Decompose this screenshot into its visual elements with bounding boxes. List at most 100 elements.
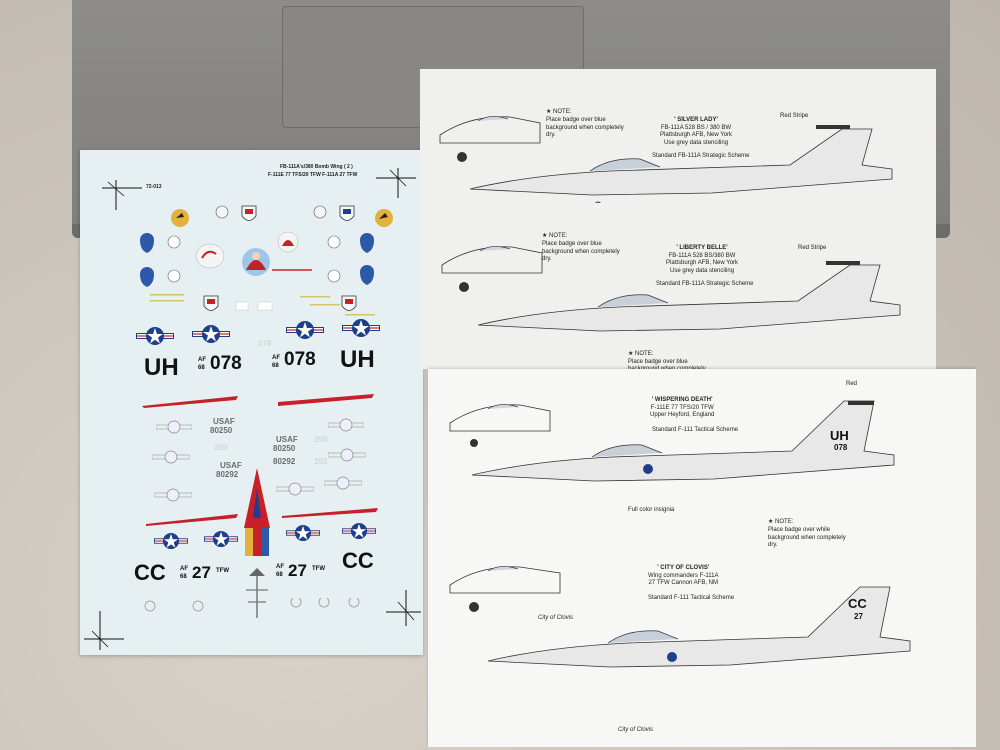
year-label: 68 [180,574,187,580]
unit-badges-row [171,205,393,227]
usaf-label: USAF [276,435,298,444]
low-vis-insignia-icon [276,482,314,496]
year-label: 68 [272,363,279,369]
decal-code: 72-013 [146,184,162,190]
af-label: AF [180,566,188,572]
tail-code-cc-left: CC [134,560,166,585]
low-vis-insignia-icon [152,450,190,464]
blue-badge-icon [360,265,374,285]
silver-lady-nose-art-icon [195,243,225,269]
red-stripe-label: Red Stripe [780,113,809,119]
note-silver-lady: Place badge over blue background when co… [546,117,624,138]
squadron-badge-yellow-icon [375,209,393,227]
faint-serial: 250 [314,435,328,444]
star-and-bar-insignia-icon [342,522,376,540]
year-label: 68 [198,365,205,371]
star-and-bar-insignia-icon [204,530,238,548]
red-stripe-label: Red Stripe [798,245,827,251]
blue-badge-icon [360,233,374,253]
scheme-silver-lady: ' SILVER LADY' FB-111A 528 BS / 380 BW P… [660,117,733,146]
tail-serial-27: 27 [854,612,863,621]
scheme-silver-lady-line4: Standard FB-111A Strategic Scheme [652,153,750,159]
note-clovis-label: ★ NOTE: [768,519,794,525]
f111e-side-view-wispering-death [472,400,895,482]
af-label: AF [276,564,284,570]
serial-27-left: 27 [192,563,211,582]
star-and-bar-insignia-icon [342,319,380,337]
note-clovis: Place badge over while background when c… [768,527,846,548]
fin-flash-emblem-icon [244,468,270,556]
script-label-clovis: City of Clovis [538,615,574,621]
scheme-wispering-death: ' WISPERING DEATH' F-111E 77 TFS/20 TFW … [650,397,715,418]
nose-detail-liberty-belle [441,246,543,292]
instruction-bottom-panel: ' WISPERING DEATH' F-111E 77 TFS/20 TFW … [428,369,976,747]
tail-code-uh: UH [830,428,849,443]
red-label: Red [846,381,858,387]
squadron-badge-yellow-icon [171,209,189,227]
badge-white-icon [215,205,229,219]
registration-cross-icon [386,590,421,626]
tail-code-cc-right: CC [342,548,374,573]
instruction-sheet: ★ NOTE: Place badge over blue background… [420,69,976,747]
star-and-bar-insignia-icon [154,532,188,550]
f111a-side-view-city-of-clovis [488,586,911,668]
af-label: AF [198,357,206,363]
note-liberty-belle: Place badge over blue background when co… [542,241,620,262]
faint-serial: 250 [214,443,228,452]
af-label: AF [272,355,280,361]
low-vis-insignia-icon [324,476,362,490]
registration-cross-icon [376,168,416,198]
serial-27-right: 27 [288,561,307,580]
star-and-bar-insignia-icon [286,524,320,542]
red-fin-stripe [142,396,238,408]
registration-cross-icon [102,180,142,210]
scheme-city-of-clovis-line3: Standard F-111 Tactical Scheme [648,595,735,601]
nose-detail-wispering-death [449,404,551,447]
star-and-bar-insignia-icon [192,325,230,343]
red-fin-stripe [146,514,238,526]
serial-80292-right: 80292 [273,457,296,466]
red-fin-stripe [278,394,374,406]
script-label-clovis-bottom: City of Clovis [618,727,654,733]
scheme-city-of-clovis: ' CITY OF CLOVIS' Wing commanders F-111A… [648,565,719,586]
decal-header-line2: F-111E 77 TFS/20 TFW F-111A 27 TFW [268,172,358,178]
data-stencil-circles [144,598,360,612]
nose-art-row [140,232,374,287]
year-label: 68 [276,572,283,578]
blue-badge-icon [140,267,154,287]
instruction-top-panel: ★ NOTE: Place badge over blue background… [420,69,936,380]
star-and-bar-insignia-icon [136,327,174,345]
serial-80292-left: 80292 [216,470,239,479]
nose-detail-silver-lady [439,116,541,162]
fb111-side-view-liberty-belle [478,261,901,332]
tail-code-cc: CC [848,596,867,611]
low-vis-insignia-icon [328,418,364,432]
tail-serial-078: 078 [834,443,848,452]
scheme-liberty-belle: ' LIBERTY BELLE' FB-111A 528 BS/380 BW P… [666,245,739,274]
serial-80250-right: 80250 [273,444,296,453]
decal-sheet: 72-013 FB-111A's/380 Bomb Wing ( 2 ) F-1… [80,150,423,655]
usaf-label: USAF [220,461,242,470]
blue-badge-icon [140,233,154,253]
tail-code-uh-right: UH [340,346,375,373]
low-vis-insignia-icon [156,420,192,434]
low-vis-insignia-icon [328,448,366,462]
stencil-row [150,294,375,316]
star-and-bar-insignia-icon [286,321,324,339]
tail-code-uh-left: UH [144,354,179,381]
boarding-ladder-icon [246,568,268,618]
usaf-label: USAF [213,417,235,426]
scheme-wispering-death-line3: Standard F-111 Tactical Scheme [652,427,739,433]
faint-serial: 292 [314,457,328,466]
tfw-label: TFW [312,566,325,572]
nose-detail-city-of-clovis [449,566,561,612]
serial-078-left: 078 [210,353,242,374]
scheme-liberty-belle-line4: Standard FB-111A Strategic Scheme [656,281,754,287]
serial-80250-left: 80250 [210,426,233,435]
note-liberty-belle-label: ★ NOTE: [542,233,568,239]
note-silver-lady-label: ★ NOTE: [546,109,572,115]
serial-078-right: 078 [284,349,316,370]
full-color-insignia-label: Full color insignia [628,507,675,513]
registration-cross-icon [84,611,124,650]
fb111-side-view-silver-lady [470,125,893,203]
